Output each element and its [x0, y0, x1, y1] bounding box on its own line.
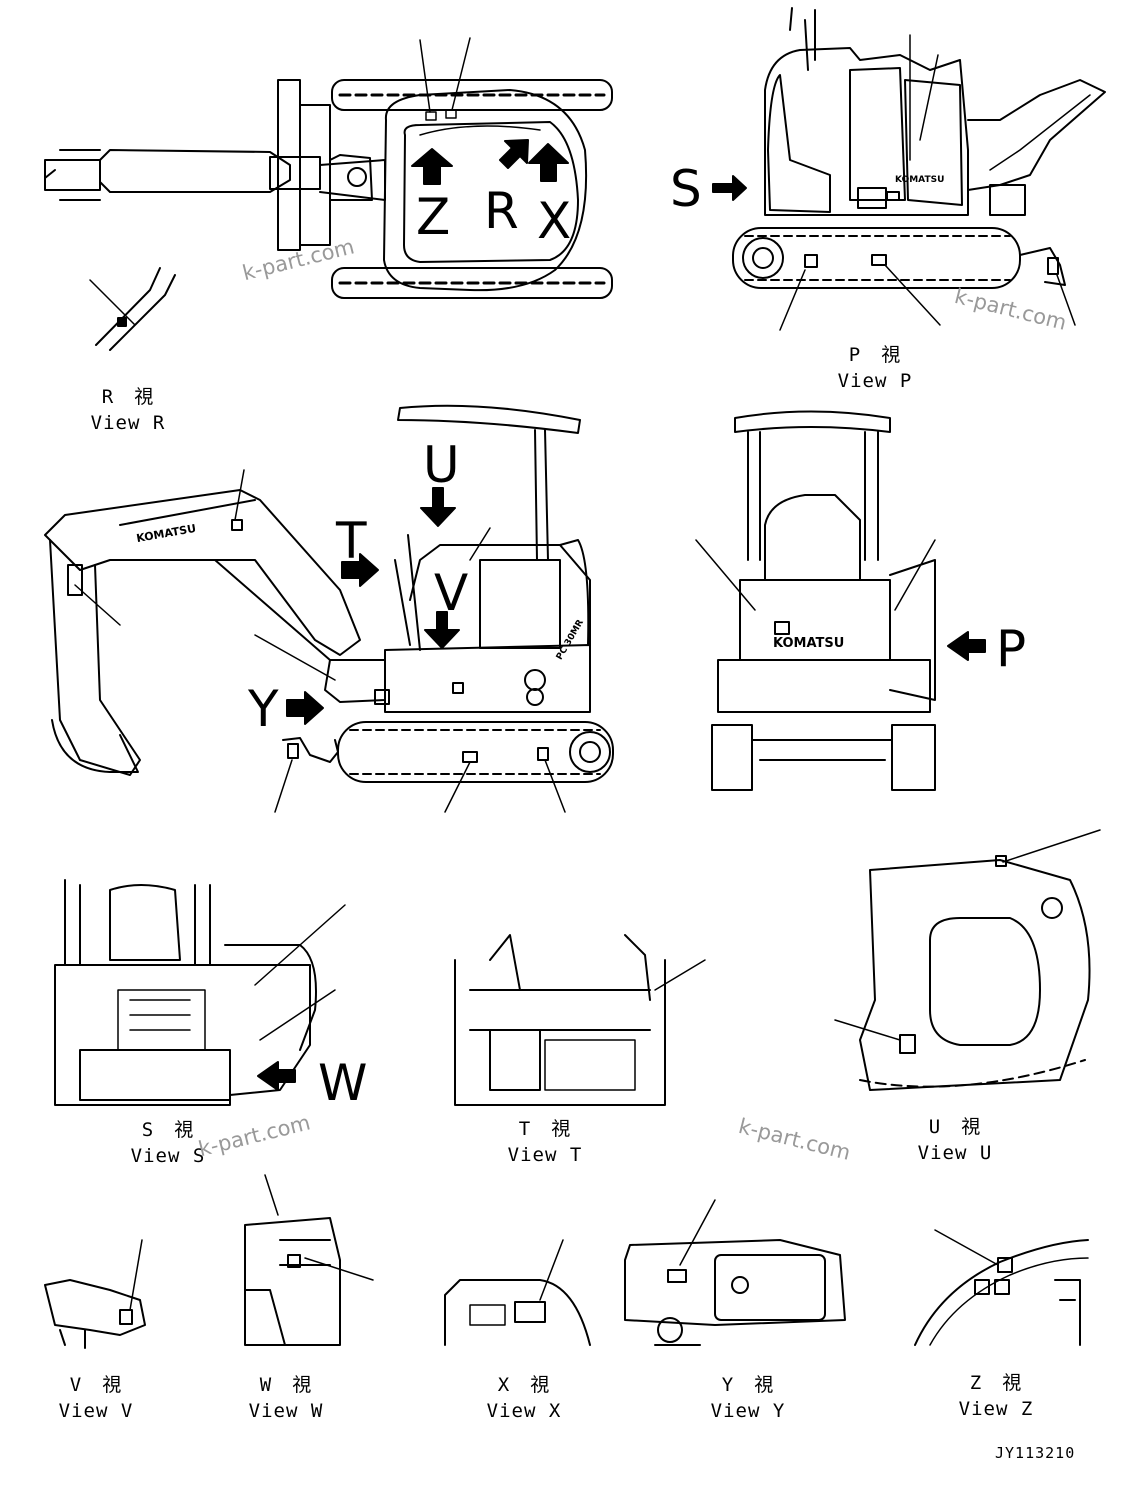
view-w-drawing [244, 1174, 374, 1346]
marker-x: X [537, 192, 572, 250]
rear-view-drawing [695, 410, 986, 791]
marker-w: W [318, 1054, 368, 1112]
marker-z: Z [416, 188, 451, 246]
view-s-drawing [54, 879, 346, 1106]
top-view-drawing [44, 37, 613, 299]
marker-s: S [670, 160, 702, 218]
view-p-drawing [712, 7, 1106, 331]
view-r-detail [89, 267, 176, 351]
view-x-drawing [444, 1239, 591, 1346]
marker-v: V [434, 564, 469, 622]
main-side-view-drawing [44, 404, 614, 813]
marker-y: Y [248, 680, 279, 738]
marker-r: R [484, 182, 519, 240]
view-u-drawing [834, 829, 1101, 1091]
rear-brand-label: KOMATSU [773, 636, 845, 651]
view-y-drawing [624, 1199, 846, 1346]
marker-t: T [336, 512, 367, 570]
marker-p: P [996, 620, 1027, 678]
drawing-code: JY113210 [995, 1444, 1076, 1462]
view-t-drawing [454, 934, 706, 1106]
view-v-drawing [44, 1239, 146, 1349]
view-z-drawing [914, 1229, 1089, 1346]
side-brand-label: KOMATSU [895, 175, 945, 185]
marker-u: U [423, 436, 460, 494]
